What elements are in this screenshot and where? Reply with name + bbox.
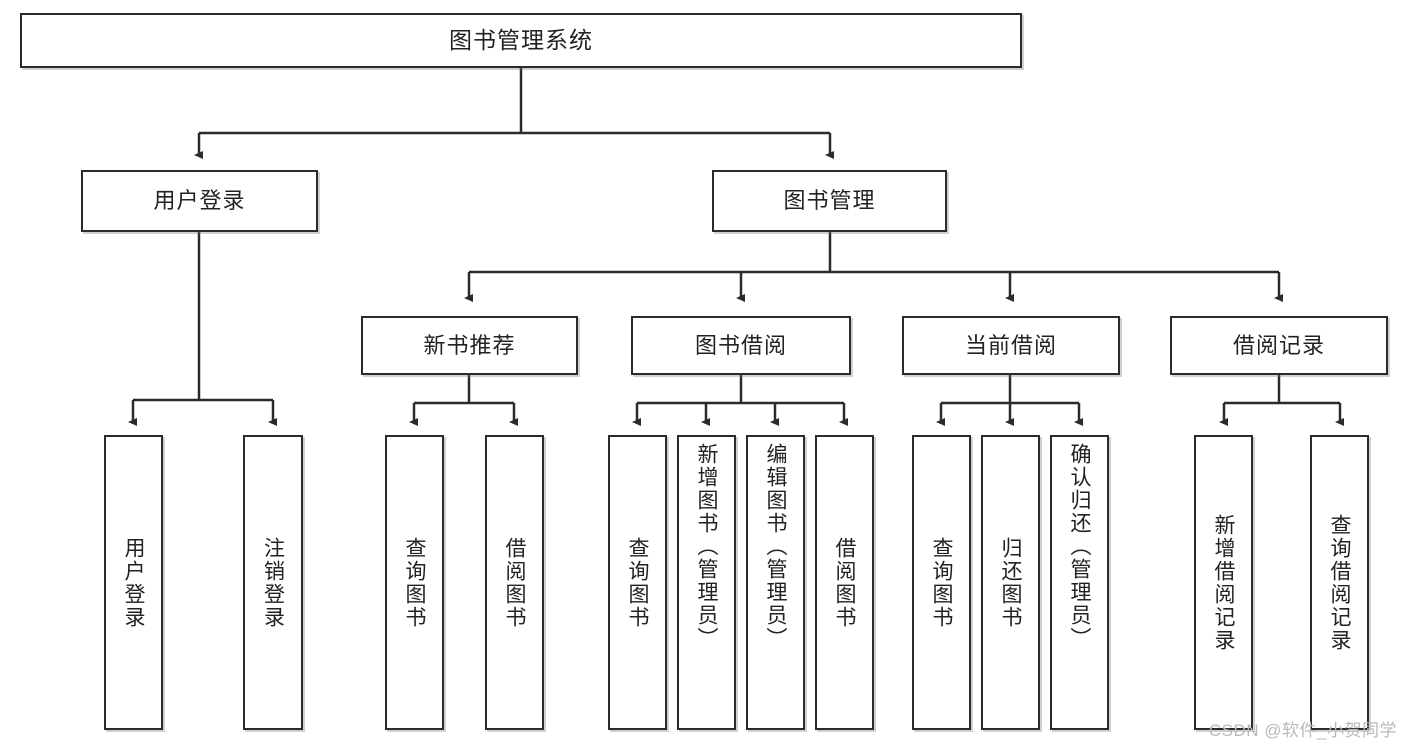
node-label: 图书管理系统 <box>449 27 593 54</box>
node-leaf-query-book-current[interactable]: 查询图书 <box>912 435 971 730</box>
node-leaf-query-book-borrow[interactable]: 查询图书 <box>608 435 667 730</box>
node-label: 当前借阅 <box>964 332 1057 358</box>
node-label: 借阅记录 <box>1232 332 1325 358</box>
node-leaf-add-borrow-record[interactable]: 新增借阅记录 <box>1194 435 1253 730</box>
node-leaf-logout-login[interactable]: 注销登录 <box>243 435 303 730</box>
node-label: 编辑图书（管理员） <box>764 443 787 650</box>
node-label: 查询图书 <box>930 536 953 629</box>
node-label: 注销登录 <box>261 536 285 629</box>
node-label: 新增借阅记录 <box>1212 513 1235 652</box>
node-label: 新增图书（管理员） <box>695 443 718 650</box>
node-label: 归还图书 <box>999 536 1022 629</box>
node-label: 查询借阅记录 <box>1328 513 1351 652</box>
csdn-watermark: CSDN @软件_小贺同学 <box>1208 721 1397 740</box>
node-current-borrow[interactable]: 当前借阅 <box>902 316 1120 375</box>
node-leaf-add-book-admin[interactable]: 新增图书（管理员） <box>677 435 736 730</box>
node-label: 借阅图书 <box>503 536 526 629</box>
node-borrow-record[interactable]: 借阅记录 <box>1170 316 1388 375</box>
node-user-login[interactable]: 用户登录 <box>81 170 318 232</box>
node-label: 用户登录 <box>153 188 246 214</box>
node-new-book-recommend[interactable]: 新书推荐 <box>361 316 578 375</box>
node-book-management[interactable]: 图书管理 <box>712 170 947 232</box>
node-leaf-query-borrow-record[interactable]: 查询借阅记录 <box>1310 435 1369 730</box>
node-leaf-query-book-recommend[interactable]: 查询图书 <box>385 435 444 730</box>
node-label: 查询图书 <box>626 536 649 629</box>
node-label: 查询图书 <box>403 536 426 629</box>
node-label: 图书管理 <box>783 188 876 214</box>
node-label: 新书推荐 <box>423 332 516 358</box>
node-label: 确认归还（管理员） <box>1068 443 1091 650</box>
node-leaf-return-book[interactable]: 归还图书 <box>981 435 1040 730</box>
node-leaf-borrow-book-borrow[interactable]: 借阅图书 <box>815 435 874 730</box>
node-label: 图书借阅 <box>694 332 787 358</box>
node-label: 用户登录 <box>122 536 145 629</box>
node-label: 借阅图书 <box>833 536 856 629</box>
node-leaf-borrow-book-recommend[interactable]: 借阅图书 <box>485 435 544 730</box>
node-leaf-user-login[interactable]: 用户登录 <box>104 435 163 730</box>
node-root-book-management-system[interactable]: 图书管理系统 <box>20 13 1022 68</box>
node-leaf-confirm-return-admin[interactable]: 确认归还（管理员） <box>1050 435 1109 730</box>
node-leaf-edit-book-admin[interactable]: 编辑图书（管理员） <box>746 435 805 730</box>
node-book-borrow[interactable]: 图书借阅 <box>631 316 851 375</box>
